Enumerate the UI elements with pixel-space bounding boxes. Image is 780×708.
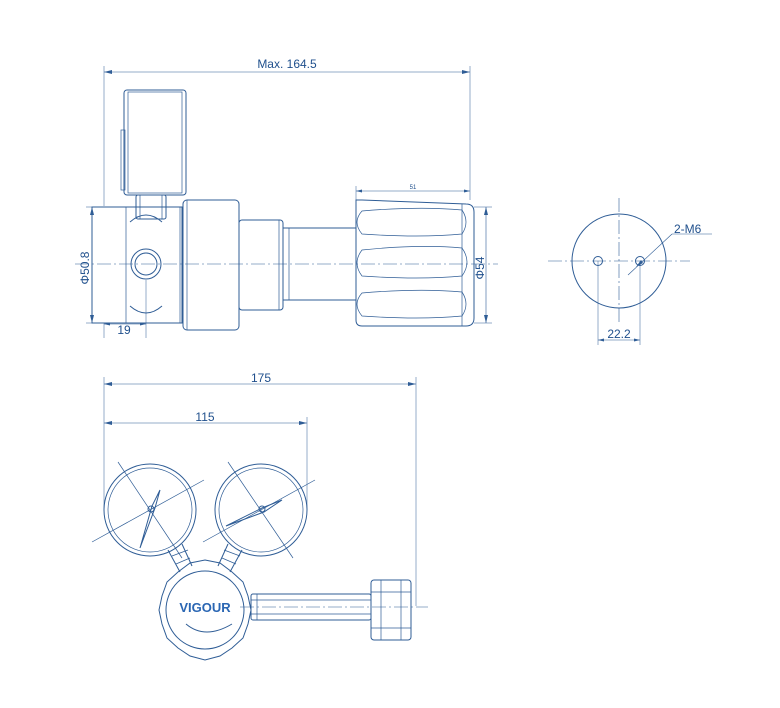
gauge-span-label: 115 [195, 410, 214, 424]
knob-length-label: 51 [410, 185, 417, 191]
front-view: VIGOUR [91, 461, 428, 661]
front-view-dimensions: 175 115 [103, 371, 417, 606]
knob-diameter-label: Φ54 [473, 256, 487, 279]
body-diameter-label: Φ50.8 [78, 251, 92, 284]
side-view-dimensions: Max. 164.5 51 Φ50.8 19 Φ54 [78, 57, 492, 338]
mount-spacing-label: 22.2 [607, 327, 631, 341]
mount-thread-label: 2-M6 [674, 222, 702, 236]
total-width-label: 175 [251, 371, 271, 385]
end-view: 2-M6 22.2 [548, 198, 712, 345]
brand-logo: VIGOUR [179, 600, 231, 615]
overall-length-label: Max. 164.5 [257, 57, 317, 71]
port-offset-label: 19 [117, 323, 131, 337]
side-view [75, 89, 498, 331]
